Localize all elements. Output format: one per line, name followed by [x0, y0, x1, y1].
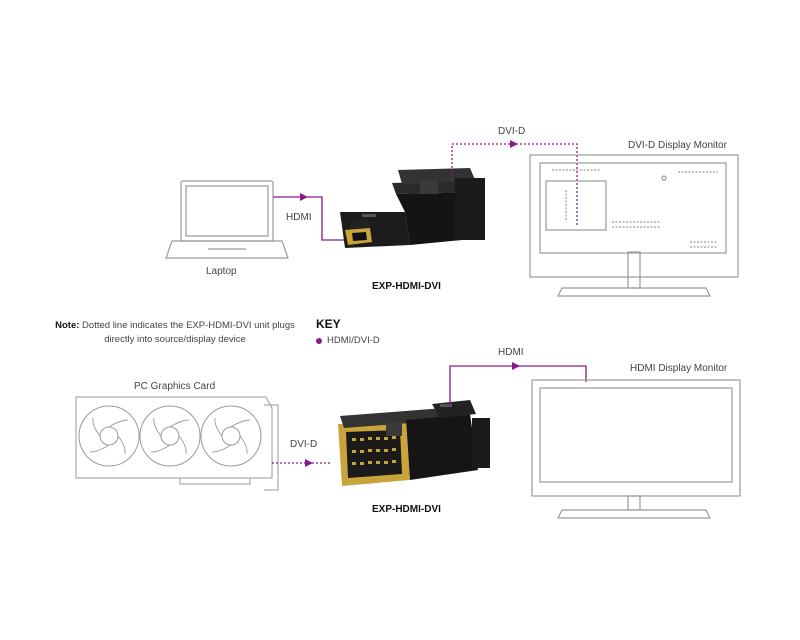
dvi-monitor-label: DVI-D Display Monitor — [628, 140, 727, 151]
hdmi-cable-bottom — [449, 365, 587, 406]
adapter-top-label: EXP-HDMI-DVI — [372, 281, 441, 292]
legend-item-label: HDMI/DVI-D — [327, 335, 380, 346]
hdmi-cable-bottom-label: HDMI — [498, 347, 524, 358]
graphics-card-label: PC Graphics Card — [134, 381, 216, 392]
note-body: Dotted line indicates the EXP-HDMI-DVI u… — [79, 320, 295, 345]
hdmi-cable-top — [273, 196, 345, 241]
legend: KEY HDMI/DVI-D — [316, 317, 380, 346]
dvi-monitor-icon — [529, 154, 739, 297]
dvi-arrow-top — [510, 140, 518, 148]
graphics-card-icon — [75, 396, 279, 491]
legend-dot-icon — [316, 337, 322, 344]
dvi-cable-top-label: DVI-D — [498, 126, 526, 137]
laptop-label: Laptop — [206, 266, 237, 277]
hdmi-arrow-top — [300, 193, 308, 201]
laptop-icon — [165, 180, 289, 259]
adapter-bottom-label: EXP-HDMI-DVI — [372, 504, 441, 515]
legend-title: KEY — [316, 317, 341, 331]
dvi-cable-bottom-label: DVI-D — [290, 439, 318, 450]
adapter-top — [340, 168, 485, 248]
hdmi-arrow-bottom — [512, 362, 520, 370]
hdmi-monitor-label: HDMI Display Monitor — [630, 363, 728, 374]
legend-item: HDMI/DVI-D — [316, 335, 380, 346]
dvi-cable-top — [451, 143, 578, 226]
note-text: Note: Dotted line indicates the EXP-HDMI… — [40, 319, 310, 347]
dvi-arrow-bottom — [305, 459, 313, 467]
hdmi-monitor-icon — [531, 379, 741, 519]
adapter-bottom — [338, 400, 490, 486]
note-prefix: Note: — [55, 320, 80, 331]
hdmi-cable-top-label: HDMI — [286, 212, 312, 223]
